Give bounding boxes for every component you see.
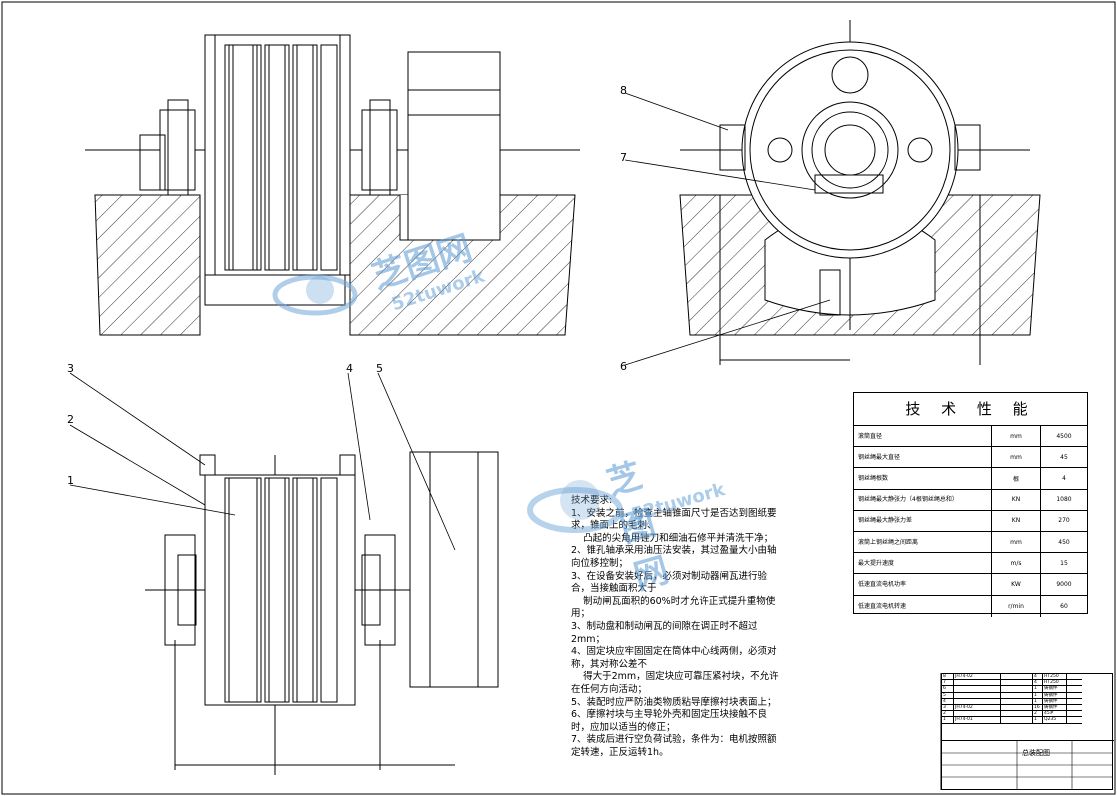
note-line: 5、装配时应严防油类物质粘导摩擦衬块表面上； xyxy=(571,696,777,708)
callout-4: 4 xyxy=(346,362,353,375)
note-line: 4、固定块应牢固固定在筒体中心线两侧，必须对称，其对称公差不 xyxy=(571,646,777,670)
note-line: 3、在设备安装好后，必须对制动器闸瓦进行验合，当接触面积大于 xyxy=(571,570,768,595)
row-name: 钢丝绳最大静张力差 xyxy=(854,510,992,531)
plan-view xyxy=(145,451,499,775)
row-value: 4 xyxy=(1062,474,1066,482)
note-line: 制动闸瓦面积的60%时才允许正式提升重物使用； xyxy=(571,595,776,620)
row-unit: mm xyxy=(992,447,1041,468)
row-name: 滚筒直径 xyxy=(854,426,992,447)
note-line: 凸起的尖角用锉刀和细油石修平并清洗干净； xyxy=(571,532,774,544)
row-value: 450 xyxy=(1058,538,1070,546)
row-name: 钢丝绳最大静张力（4根钢丝绳总和） xyxy=(854,489,992,510)
row-name: 最大提升速度 xyxy=(854,553,992,574)
title-grid-lines xyxy=(942,741,1112,789)
row-unit: r/min xyxy=(992,595,1041,617)
row-name: 滚筒上钢丝绳之间距离 xyxy=(854,531,992,553)
callout-7: 7 xyxy=(620,151,627,164)
rope-grooves xyxy=(224,44,338,271)
callout-3: 3 xyxy=(67,362,74,375)
technical-requirements: 技术要求: 1、安装之前，检查主轴锥面尺寸是否达到图纸要求，锥面上的毛刺、 凸起… xyxy=(571,495,781,759)
row-unit: mm xyxy=(992,531,1041,553)
row-name: 钢丝绳根数 xyxy=(854,468,992,489)
row-name: 钢丝绳最大直径 xyxy=(854,447,992,468)
row-unit: 根 xyxy=(992,468,1041,489)
tech-table-title: 技 术 性 能 xyxy=(854,393,1087,426)
note-line: 1、安装之前，检查主轴锥面尺寸是否达到图纸要求，锥面上的毛刺、 xyxy=(571,507,777,532)
notes-heading: 技术要求: xyxy=(571,495,613,506)
row-name: 低速直流电机功率 xyxy=(854,574,992,595)
front-view-top xyxy=(85,34,580,336)
callout-5: 5 xyxy=(376,362,383,375)
row-name: 低速直流电机转速 xyxy=(854,595,992,617)
callout-8: 8 xyxy=(620,84,627,97)
assembly-name: 总装配图 xyxy=(1022,749,1050,757)
row-value: 45 xyxy=(1060,453,1068,461)
leader-lines xyxy=(69,92,831,551)
row-unit: mm xyxy=(992,426,1041,447)
row-unit: KW xyxy=(992,574,1041,595)
row-unit: KN xyxy=(992,489,1041,510)
row-value: 60 xyxy=(1060,602,1068,610)
row-value: 1080 xyxy=(1056,496,1072,504)
callout-6: 6 xyxy=(620,360,627,373)
callout-1: 1 xyxy=(67,474,74,487)
note-line: 6、摩擦衬块与主导轮外壳和固定压块接触不良时，应加以适当的修正； xyxy=(571,709,768,733)
table-row: 钢丝绳根数根 4 xyxy=(854,468,1087,490)
callout-2: 2 xyxy=(67,413,74,426)
note-line: 得大于2mm，固定块应可靠压紧衬块，不允许在任何方向活动； xyxy=(571,671,779,695)
row-value: 15 xyxy=(1060,559,1068,567)
note-line: 7、装成后进行空负荷试验，条件为：电机按照额定转速，正反运转1h。 xyxy=(571,734,777,758)
row-value: 4500 xyxy=(1056,432,1072,440)
table-row: 钢丝绳最大静张力（4根钢丝绳总和）KN 1080 xyxy=(854,489,1087,511)
note-line: 3、制动盘和制动闸瓦的间隙在调正时不超过2mm； xyxy=(571,620,758,645)
row-unit: m/s xyxy=(992,553,1041,574)
side-view xyxy=(679,20,1041,365)
row-value: 270 xyxy=(1058,517,1070,525)
row-unit: KN xyxy=(992,510,1041,531)
title-grid xyxy=(942,740,1114,791)
row-value: 9000 xyxy=(1056,580,1072,588)
note-line: 2、锥孔轴承采用油压法安装，其过盈量大小由轴向位移控制； xyxy=(571,545,777,569)
